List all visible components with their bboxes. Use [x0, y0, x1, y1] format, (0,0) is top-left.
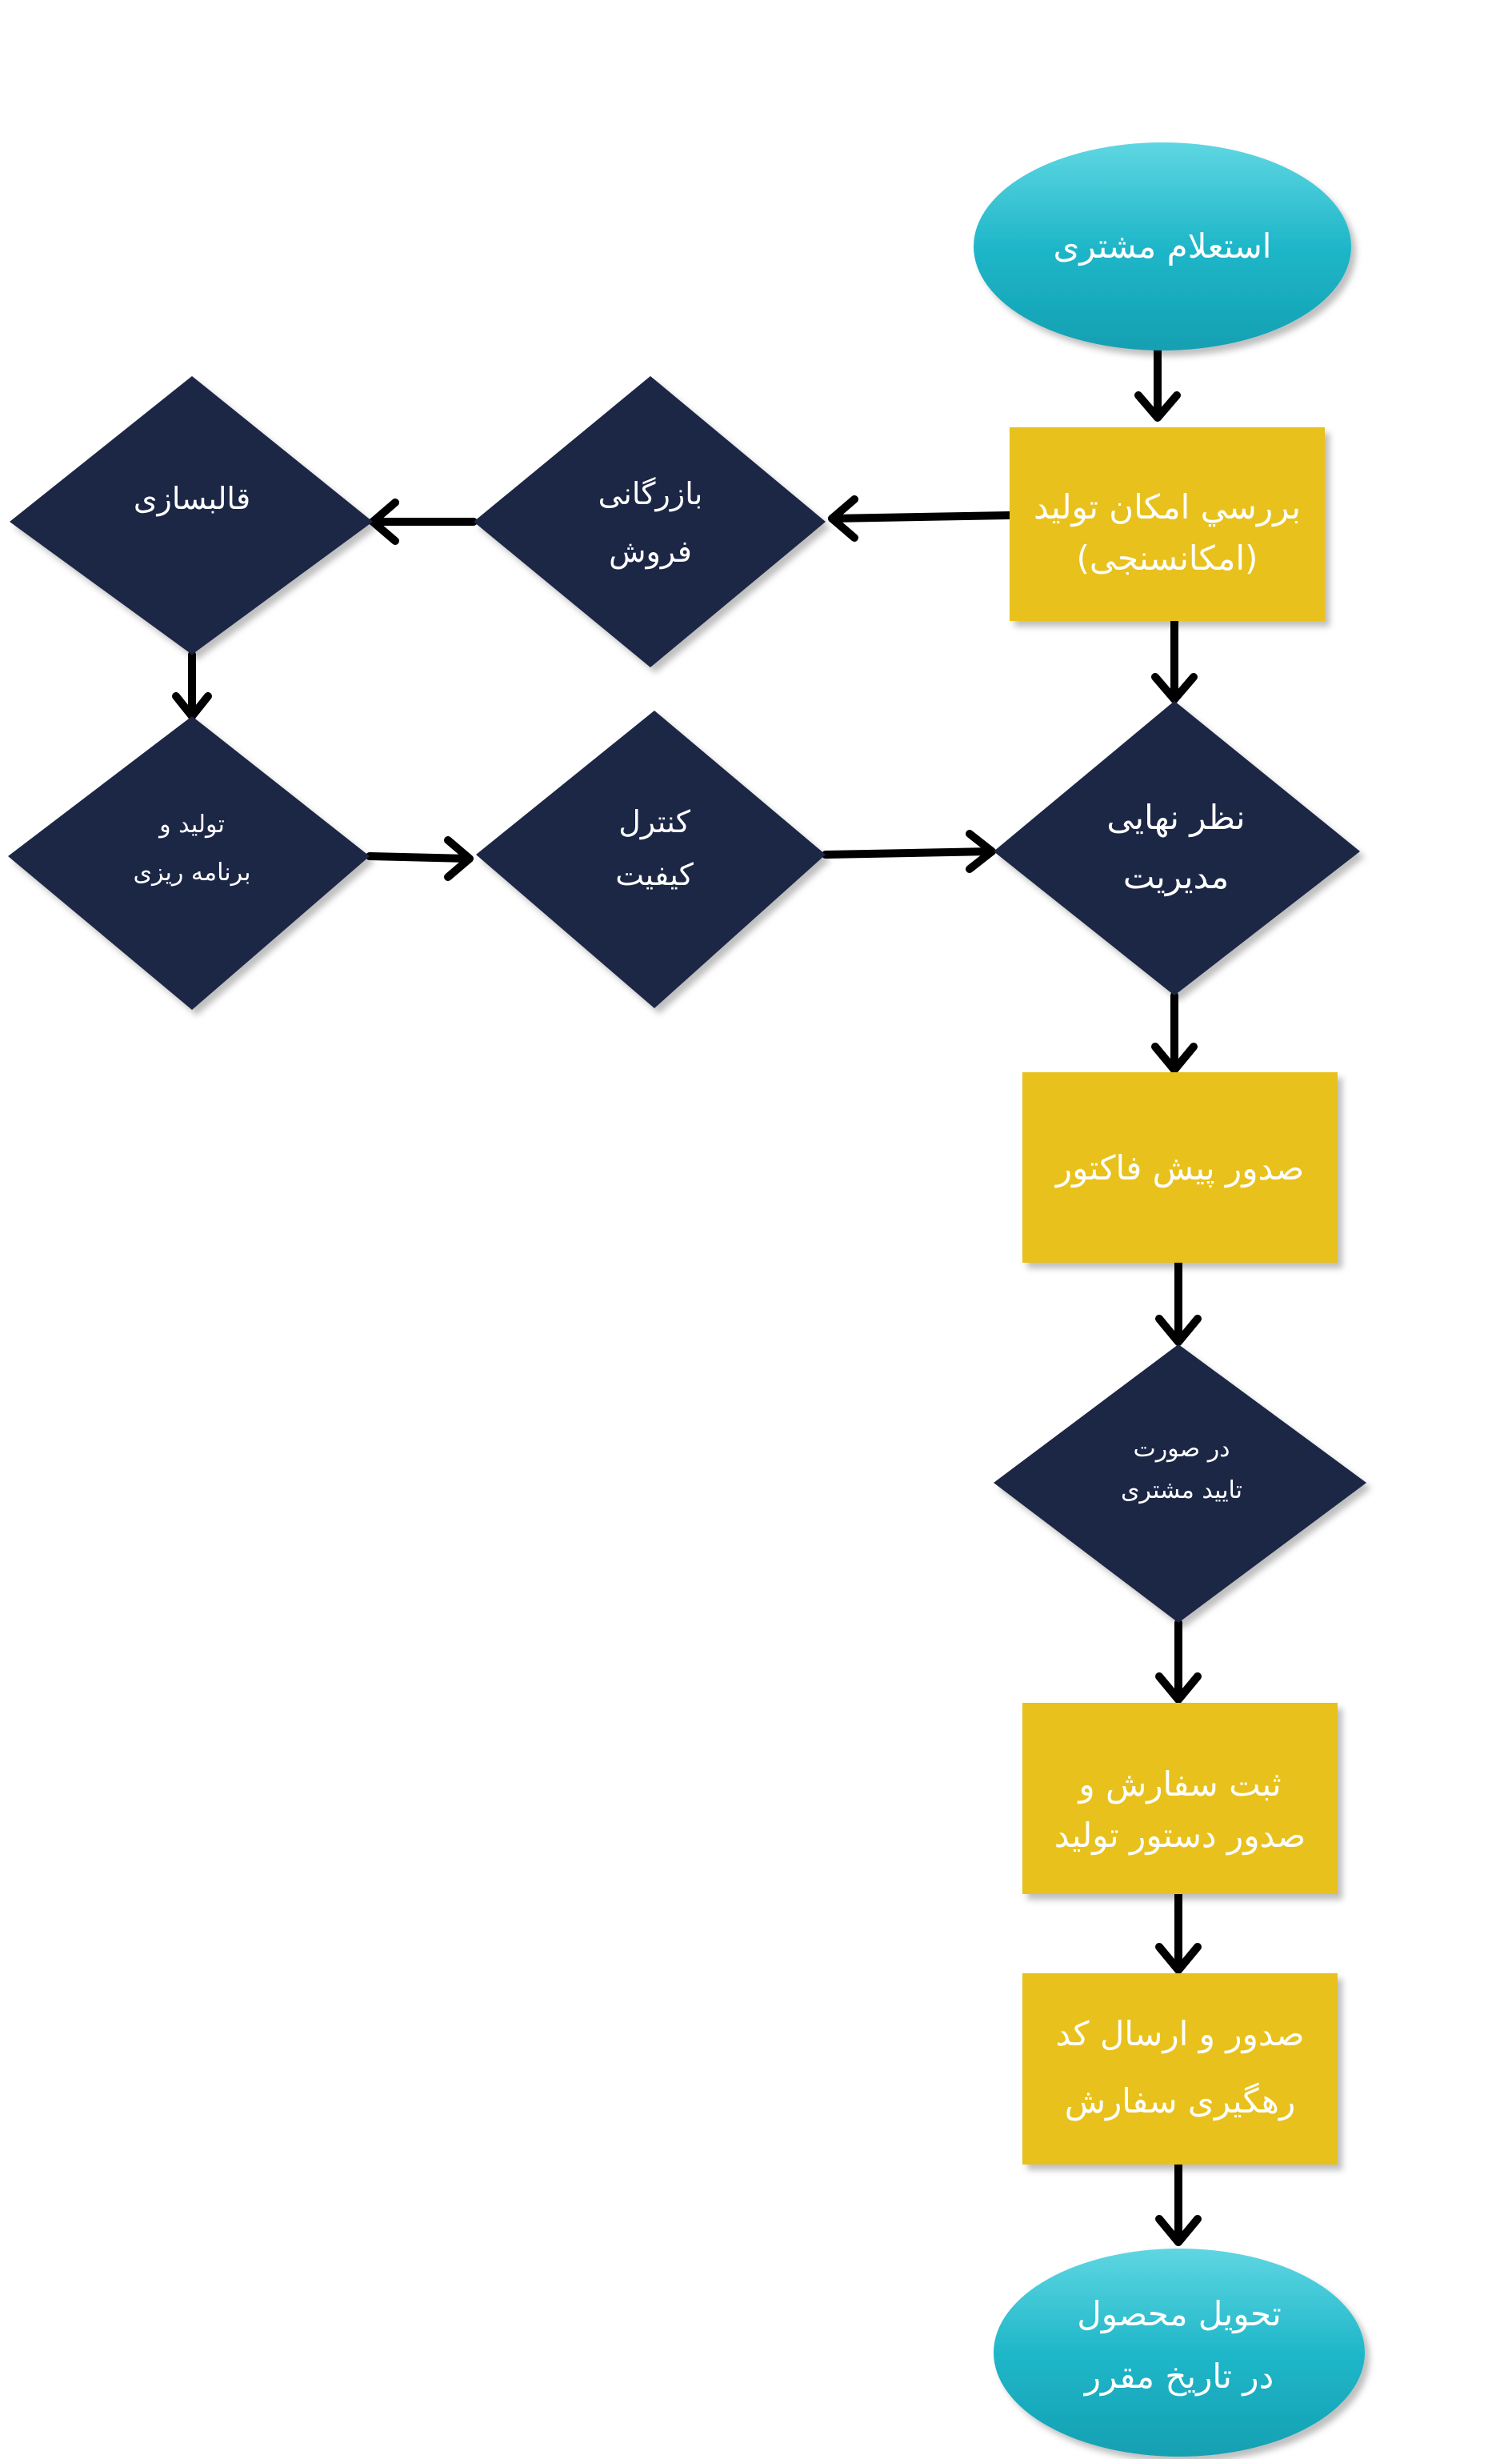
proforma-label: صدور پیش فاکتور — [1054, 1148, 1304, 1188]
node-management: نظر نهایی مدیریت — [994, 701, 1360, 995]
start-label: استعلام مشتری — [1054, 226, 1272, 266]
management-label-line-1: نظر نهایی — [1106, 798, 1245, 838]
planning-label-line-2: برنامه ریزی — [134, 859, 251, 887]
node-delivery: تحویل محصول در تاریخ مقرر — [994, 2249, 1365, 2457]
delivery-label-line-1: تحویل محصول — [1077, 2294, 1282, 2333]
order-label-line-1: ثبت سفارش و — [1077, 1764, 1281, 1804]
feasibility-box — [1010, 427, 1325, 621]
molding-diamond — [10, 376, 373, 655]
management-label-line-2: مدیریت — [1123, 857, 1229, 896]
edge-molding-to-planning — [172, 651, 212, 720]
edge-management-to-proforma — [1151, 991, 1198, 1074]
planning-label-line-1: تولید و — [158, 811, 225, 839]
node-tracking: صدور و ارسال کد رهگیری سفارش — [1022, 1973, 1338, 2165]
proforma-box — [1022, 1072, 1338, 1263]
planning-diamond — [8, 716, 370, 1010]
connectors — [172, 342, 1202, 2246]
edge-tracking-to-delivery — [1155, 2161, 1202, 2246]
molding-label: قالبسازی — [134, 481, 250, 516]
edge-planning-to-quality — [366, 836, 474, 881]
node-feasibility: بررسي امكان توليد (امکانسنجی) — [1010, 427, 1325, 621]
delivery-label-line-2: در تاریخ مقرر — [1083, 2357, 1274, 2397]
feasibility-label-line-2: (امکانسنجی) — [1077, 539, 1258, 578]
edge-quality-to-management — [822, 830, 996, 873]
edge-start-to-feasibility — [1134, 342, 1181, 422]
edge-feasibility-to-management — [1151, 617, 1198, 703]
edge-commerce-to-molding — [369, 499, 478, 545]
approval-label-line-1: در صورت — [1133, 1435, 1230, 1463]
edge-feasibility-to-commerce — [828, 495, 1014, 542]
node-proforma: صدور پیش فاکتور — [1022, 1072, 1338, 1263]
approval-label-line-2: تایید مشتری — [1121, 1476, 1242, 1504]
commerce-label-line-1: بازرگانی — [598, 476, 703, 511]
node-approval: در صورت تایید مشتری — [994, 1344, 1366, 1623]
commerce-label-line-2: فروش — [609, 534, 692, 570]
quality-label-line-2: کیفیت — [615, 857, 694, 892]
edge-proforma-to-approval — [1155, 1259, 1202, 1346]
start-ellipse — [974, 142, 1351, 350]
feasibility-label-line-1: بررسي امكان توليد — [1034, 487, 1301, 527]
tracking-box — [1022, 1973, 1338, 2165]
node-planning: تولید و برنامه ریزی — [8, 716, 370, 1010]
edge-approval-to-order — [1155, 1619, 1202, 1704]
commerce-diamond — [474, 376, 826, 667]
quality-diamond — [476, 711, 826, 1008]
order-box — [1022, 1703, 1338, 1894]
node-quality: کنترل کیفیت — [476, 711, 826, 1008]
edge-order-to-tracking — [1155, 1890, 1202, 1974]
order-label-line-2: صدور دستور تولید — [1054, 1816, 1306, 1855]
node-start: استعلام مشتری — [974, 142, 1351, 350]
node-commerce: بازرگانی فروش — [474, 376, 826, 667]
tracking-label-line-1: صدور و ارسال کد — [1055, 2014, 1304, 2053]
quality-label-line-1: کنترل — [618, 804, 691, 840]
node-molding: قالبسازی — [10, 376, 373, 655]
approval-diamond — [994, 1344, 1366, 1623]
node-order: ثبت سفارش و صدور دستور تولید — [1022, 1703, 1338, 1894]
delivery-ellipse — [994, 2249, 1365, 2457]
management-diamond — [994, 701, 1360, 995]
tracking-label-line-2: رهگیری سفارش — [1065, 2081, 1295, 2121]
